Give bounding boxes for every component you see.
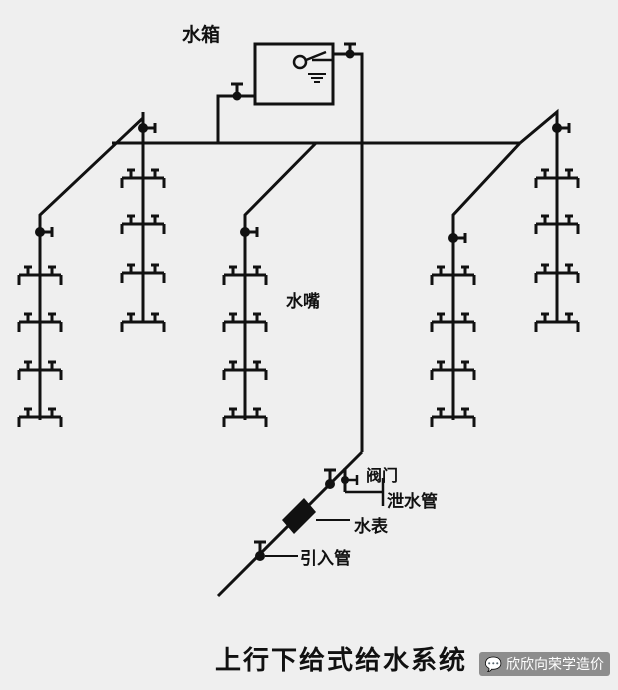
- label-water-meter: 水表: [354, 517, 388, 537]
- label-inlet-pipe: 引入管: [300, 549, 351, 569]
- wechat-icon: 💬: [484, 657, 502, 673]
- watermark-text: 欣欣向荣学造价: [506, 657, 604, 673]
- riser-4: [430, 141, 522, 429]
- inlet-valve-2: [254, 540, 298, 561]
- drain-pipe: [341, 468, 385, 506]
- water-meter: [282, 498, 350, 534]
- riser-5: [519, 108, 580, 334]
- inlet-valve: [324, 468, 336, 489]
- riser-3: [222, 141, 318, 429]
- main-riser: [333, 42, 364, 452]
- riser-1: [17, 116, 145, 429]
- riser-2: [120, 112, 166, 334]
- tank-outlet-pipe: [216, 82, 255, 143]
- label-water-nozzle: 水嘴: [286, 292, 320, 312]
- water-tank: [253, 42, 335, 106]
- diagram-title: 上行下给式给水系统: [215, 646, 468, 676]
- watermark: 💬欣欣向荣学造价: [478, 652, 610, 676]
- label-water-tank: 水箱: [182, 24, 221, 46]
- label-drain-pipe: 泄水管: [387, 492, 438, 512]
- label-valve: 阀门: [366, 466, 399, 485]
